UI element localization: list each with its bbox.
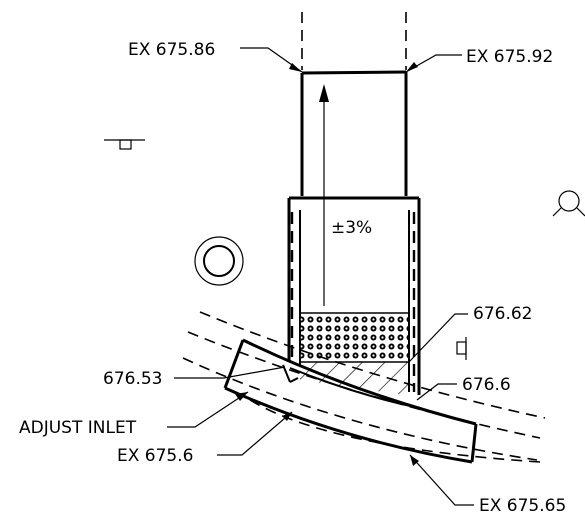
sign-symbol-right (456, 337, 467, 360)
ex-elevation-bottom-right: EX 675.65 (479, 496, 566, 516)
ex-elevation-top-left: EX 675.86 (128, 40, 215, 60)
ex-elevation-bottom-left: EX 675.6 (117, 446, 193, 466)
detectable-warning-pavers (299, 312, 410, 363)
elevation-right-lower: 676.6 (462, 375, 511, 395)
inlet-structure (223, 338, 478, 464)
road-edge-lower (249, 399, 541, 463)
curb-line-upper-outer (199, 311, 546, 419)
road-edge-mid (182, 357, 538, 461)
elevation-right-upper: 676.62 (473, 304, 532, 324)
walkway (287, 70, 421, 395)
light-pole-symbol (552, 190, 585, 217)
elevation-left: 676.53 (103, 369, 162, 389)
leaders (167, 47, 474, 506)
slope-arrow (319, 84, 329, 306)
hatched-area (300, 362, 410, 396)
slope-label: ±3% (331, 218, 372, 238)
ex-elevation-top-right: EX 675.92 (466, 47, 553, 67)
manhole-symbol (194, 236, 244, 286)
adjust-inlet-note: ADJUST INLET (19, 418, 137, 438)
sign-symbol-left (104, 139, 145, 150)
